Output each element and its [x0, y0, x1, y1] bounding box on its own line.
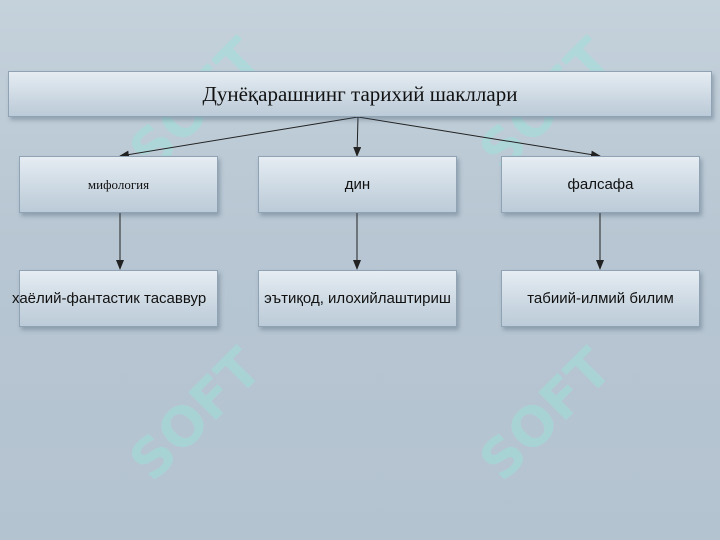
detail-box-religion: эътиқод, илохийлаштириш	[258, 270, 457, 327]
branch-box-religion: дин	[258, 156, 457, 213]
branch-box-philosophy: фалсафа	[501, 156, 700, 213]
detail-label-religion: эътиқод, илохийлаштириш	[264, 290, 451, 307]
detail-label-philosophy: табиий-илмий билим	[527, 290, 674, 307]
diagram-title-box: Дунёқарашнинг тарихий шакллари	[8, 71, 712, 117]
branch-label-religion: дин	[344, 176, 371, 193]
arrow-title-to-mythology	[119, 116, 359, 159]
watermark-text: SOFT	[467, 336, 624, 493]
watermark-soft-logo: SOFT	[117, 336, 274, 493]
arrow-title-to-philosophy	[357, 116, 601, 159]
diagram-title: Дунёқарашнинг тарихий шакллари	[202, 81, 518, 106]
watermark-soft-logo: SOFT	[467, 336, 624, 493]
branch-label-mythology: мифология	[87, 176, 150, 192]
watermark-text: SOFT	[117, 336, 274, 493]
branch-box-mythology: мифология	[19, 156, 218, 213]
detail-box-philosophy: табиий-илмий билим	[501, 270, 700, 327]
branch-label-philosophy: фалсафа	[567, 176, 634, 193]
detail-label-mythology: хаёлий-фантастик тасаввур	[12, 290, 207, 307]
arrow-title-to-religion	[353, 116, 362, 157]
detail-box-mythology	[19, 270, 218, 327]
